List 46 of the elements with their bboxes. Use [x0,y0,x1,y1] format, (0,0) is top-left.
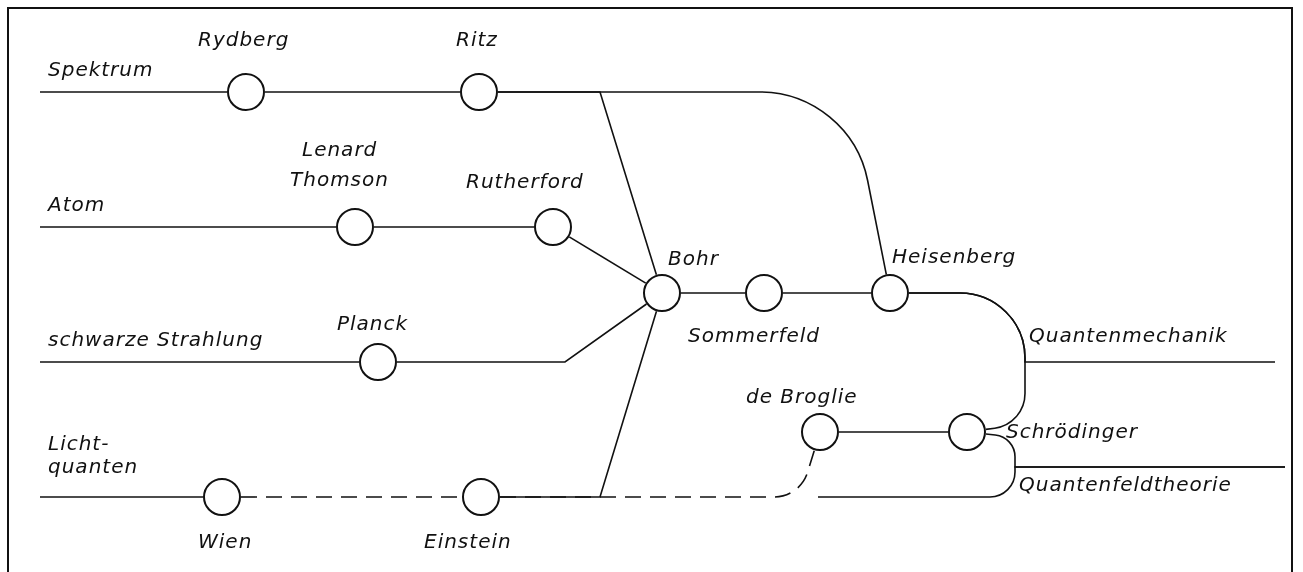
station-circle [462,478,500,516]
name-label: Heisenberg [892,245,1017,268]
connector-line [782,292,872,294]
station-circle [336,208,374,246]
line-label: Quantenfeldtheorie [1019,473,1232,496]
station-circle [460,73,498,111]
line-label: Atom [48,193,106,216]
connector-line [264,91,461,93]
line-label: Quantenmechanik [1029,324,1228,347]
station-circle [203,478,241,516]
name-label: Lenard [302,138,378,161]
name-label: Schrödinger [1006,420,1138,443]
connector-line [680,292,746,294]
connector-line [373,226,535,228]
connector-line [838,431,949,433]
line-label: Licht- quanten [48,432,140,478]
line-label: Spektrum [48,58,154,81]
connector-line [568,236,647,284]
connector-line [497,91,888,276]
name-label: de Broglie [746,385,858,408]
name-label: Rutherford [466,170,584,193]
station-circle [745,274,783,312]
station-circle [871,274,909,312]
name-label: Planck [337,312,409,335]
connector-line [39,361,360,363]
name-label: Bohr [668,247,719,270]
connector-line [39,226,337,228]
station-circle [359,343,397,381]
connector-line [396,303,648,363]
station-circle [948,413,986,451]
name-label: Rydberg [198,28,290,51]
connector-line [39,91,228,93]
connector-line [39,496,204,498]
station-circle [534,208,572,246]
name-label: Wien [198,530,253,553]
name-label: Sommerfeld [688,324,821,347]
name-label: Thomson [290,168,389,191]
connector-line [908,292,1026,431]
name-label: Ritz [456,28,498,51]
dashed-connector [499,449,816,498]
station-circle [643,274,681,312]
name-label: Einstein [424,530,512,553]
station-circle [801,413,839,451]
connector-line [817,466,1286,498]
station-circle [227,73,265,111]
line-label: schwarze Strahlung [48,328,264,351]
